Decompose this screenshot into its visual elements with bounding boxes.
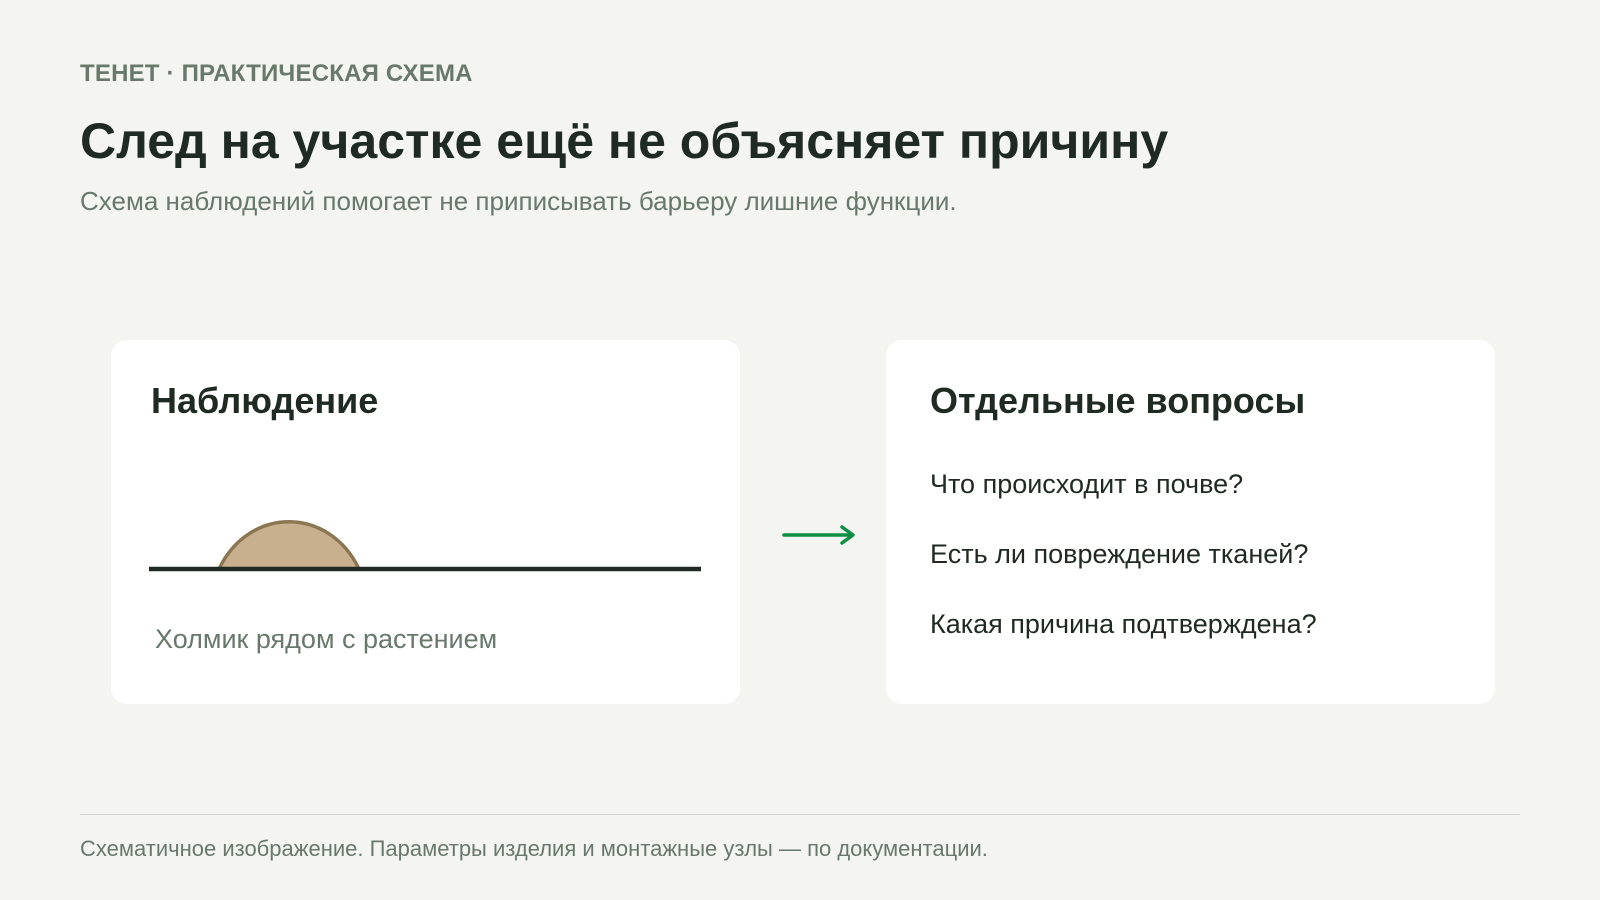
page-title: След на участке ещё не объясняет причину [80,113,1169,169]
questions-card: Отдельные вопросы Что происходит в почве… [886,340,1495,704]
mound-illustration [149,520,701,572]
footer-divider [80,814,1520,815]
footer-note: Схематичное изображение. Параметры издел… [80,836,988,861]
observation-caption: Холмик рядом с растением [155,624,498,654]
page-subtitle: Схема наблюдений помогает не приписывать… [80,186,957,216]
soil-mound [217,520,361,571]
question-item: Что происходит в почве? [930,469,1244,499]
arrow-right-icon [782,525,855,545]
observation-card: Наблюдение Холмик рядом с растением [111,340,740,704]
question-item: Есть ли повреждение тканей? [930,539,1309,569]
questions-heading: Отдельные вопросы [930,380,1306,421]
questions-list: Что происходит в почве? Есть ли поврежде… [930,468,1317,678]
eyebrow-label: ТЕНЕТ · ПРАКТИЧЕСКАЯ СХЕМА [80,60,473,87]
question-item: Какая причина подтверждена? [930,609,1317,639]
observation-heading: Наблюдение [151,380,379,421]
